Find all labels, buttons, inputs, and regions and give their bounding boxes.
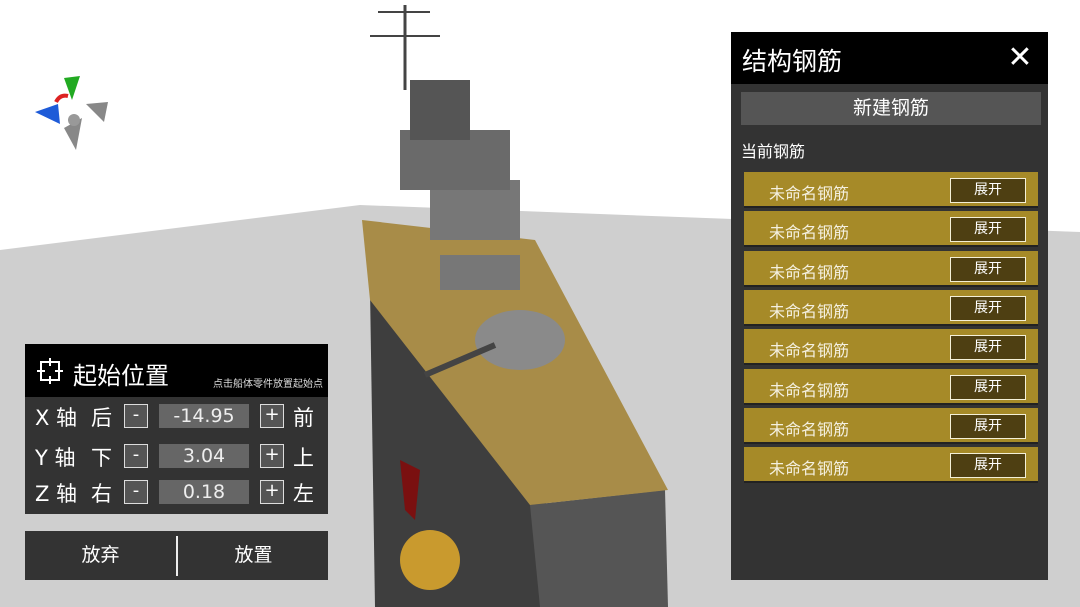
discard-button[interactable]: 放弃: [81, 544, 120, 566]
axis-row: Z 轴 右 - 0.18 + 左: [25, 476, 328, 506]
negative-direction-label: 右: [91, 482, 112, 506]
divider: [176, 536, 178, 576]
axis-label: Z 轴: [35, 482, 78, 506]
axis-value-field[interactable]: 0.18: [159, 480, 249, 504]
rebar-list-item[interactable]: 未命名钢筋 展开: [744, 250, 1038, 287]
rebar-name: 未命名钢筋: [769, 341, 850, 361]
axis-value-field[interactable]: 3.04: [159, 444, 249, 468]
rebar-list-item[interactable]: 未命名钢筋 展开: [744, 368, 1038, 405]
rebar-name: 未命名钢筋: [769, 223, 850, 243]
rebar-list-item[interactable]: 未命名钢筋 展开: [744, 211, 1038, 248]
new-rebar-button[interactable]: 新建钢筋: [741, 92, 1041, 125]
crosshair-icon: [37, 358, 63, 384]
rebar-name: 未命名钢筋: [769, 459, 850, 479]
axis-value-field[interactable]: -14.95: [159, 404, 249, 428]
positive-direction-label: 前: [293, 406, 314, 430]
rebar-list-item[interactable]: 未命名钢筋 展开: [744, 407, 1038, 444]
expand-button[interactable]: 展开: [950, 178, 1026, 203]
expand-button[interactable]: 展开: [950, 413, 1026, 439]
axis-label: X 轴: [35, 406, 78, 430]
current-rebar-label: 当前钢筋: [741, 142, 806, 161]
axis-gizmo[interactable]: [35, 76, 108, 150]
rebar-list-item[interactable]: 未命名钢筋 展开: [744, 447, 1038, 484]
axis-label: Y 轴: [35, 446, 76, 470]
axis-row: X 轴 后 - -14.95 + 前: [25, 400, 328, 430]
positive-direction-label: 上: [293, 446, 314, 470]
close-icon[interactable]: ✕: [1007, 40, 1033, 75]
rebar-name: 未命名钢筋: [769, 184, 850, 203]
start-position-panel: 起始位置 点击船体零件放置起始点 X 轴 后 - -14.95 + 前 Y 轴 下…: [25, 344, 328, 514]
start-position-header: 起始位置 点击船体零件放置起始点: [25, 344, 328, 397]
place-button[interactable]: 放置: [234, 544, 273, 566]
expand-button[interactable]: 展开: [950, 335, 1026, 361]
axis-row: Y 轴 下 - 3.04 + 上: [25, 440, 328, 470]
negative-direction-label: 后: [91, 406, 112, 430]
start-position-hint: 点击船体零件放置起始点: [213, 379, 323, 390]
rebar-name: 未命名钢筋: [769, 419, 850, 439]
expand-button[interactable]: 展开: [950, 256, 1026, 282]
rebar-panel-title: 结构钢筋: [742, 47, 843, 76]
rebar-panel-header: 结构钢筋 ✕: [731, 32, 1048, 84]
rebar-list-item[interactable]: 未命名钢筋 展开: [744, 329, 1038, 366]
increment-button[interactable]: +: [260, 404, 284, 428]
decrement-button[interactable]: -: [124, 404, 148, 428]
decrement-button[interactable]: -: [124, 480, 148, 504]
decrement-button[interactable]: -: [124, 444, 148, 468]
rebar-name: 未命名钢筋: [769, 301, 850, 321]
action-bar: 放弃 放置: [25, 531, 328, 580]
rebar-name: 未命名钢筋: [769, 380, 850, 400]
ship-model[interactable]: [362, 5, 668, 607]
start-position-title: 起始位置: [73, 362, 169, 390]
positive-direction-label: 左: [293, 482, 314, 506]
expand-button[interactable]: 展开: [950, 217, 1026, 243]
rebar-name: 未命名钢筋: [769, 262, 850, 282]
rebar-panel: 结构钢筋 ✕ 新建钢筋 当前钢筋 未命名钢筋展开未命名钢筋展开未命名钢筋展开未命…: [731, 32, 1048, 580]
increment-button[interactable]: +: [260, 444, 284, 468]
rebar-list-item[interactable]: 未命名钢筋 展开: [744, 289, 1038, 326]
expand-button[interactable]: 展开: [950, 374, 1026, 400]
expand-button[interactable]: 展开: [950, 295, 1026, 321]
negative-direction-label: 下: [91, 446, 112, 470]
rebar-list-item[interactable]: 未命名钢筋 展开: [744, 172, 1038, 208]
expand-button[interactable]: 展开: [950, 453, 1026, 479]
increment-button[interactable]: +: [260, 480, 284, 504]
